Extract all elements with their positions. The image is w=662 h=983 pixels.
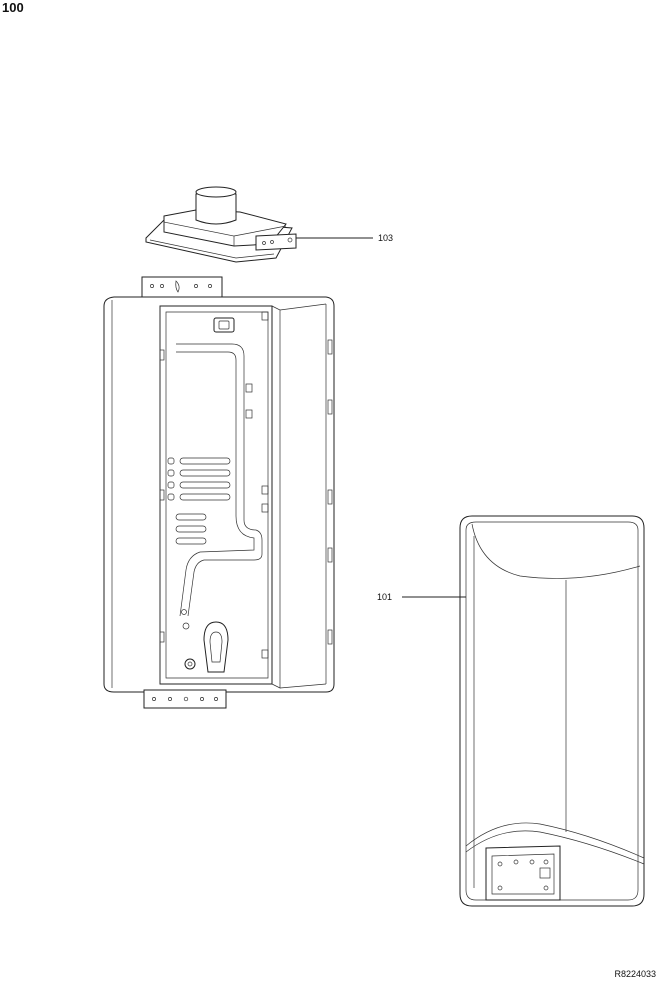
flue-adapter-part [145, 186, 373, 263]
callout-label-101: 101 [377, 592, 393, 602]
front-cover-part [402, 515, 645, 907]
drawing-code: R8224033 [614, 969, 656, 979]
page-number: 100 [2, 0, 24, 15]
heater-chassis-part [103, 276, 335, 709]
louver-slots [167, 457, 231, 545]
callout-label-103: 103 [378, 233, 394, 243]
